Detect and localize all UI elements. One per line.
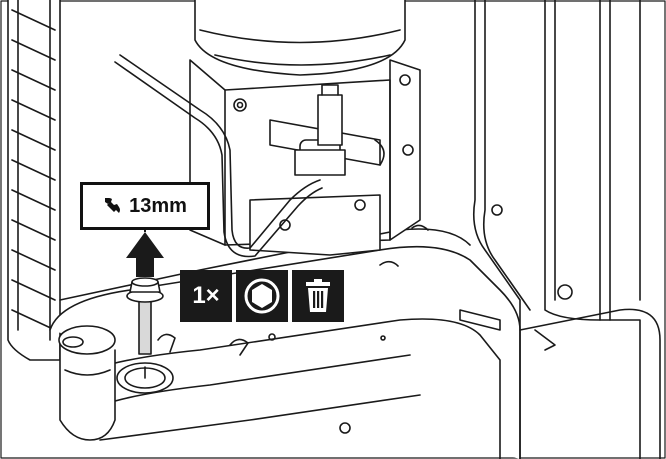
removal-arrow [126,232,164,277]
drain-fitting [58,325,116,441]
base-clip-4 [411,224,429,231]
base-plate [49,245,521,459]
trash-icon [306,279,330,312]
wrench-size-text: 13mm [129,194,187,217]
left-grille [7,0,61,361]
base-hole [268,333,276,341]
bolt [126,277,164,355]
hex-bolt-icon [244,278,280,314]
hex-bolt-badge [236,270,288,322]
wrench-size-label: 13mm [80,182,210,230]
discard-badge [292,270,344,322]
base-clip-3 [379,260,399,267]
quantity-text: 1× [192,282,220,309]
base-clip-1 [157,333,176,353]
base-nut [339,422,351,434]
service-valve [269,84,385,176]
quantity-badge: 1× [180,270,232,322]
compressor [194,0,406,76]
right-panel [459,0,661,459]
base-clip-2 [229,338,249,356]
refrigerant-pipe [114,54,323,258]
action-badges: 1× [180,270,344,322]
wrench-icon [105,198,121,213]
